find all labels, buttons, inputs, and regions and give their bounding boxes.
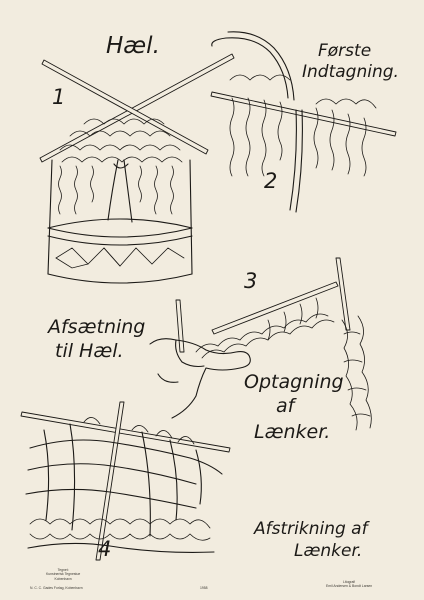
figure-4-illustration (20, 401, 231, 561)
needle-icon (39, 53, 235, 163)
needle-icon (211, 281, 339, 335)
figure-3-illustration (149, 257, 372, 431)
needle-icon (175, 299, 185, 353)
needle-icon (95, 401, 125, 561)
figure-1-number: 1 (52, 85, 66, 109)
needle-icon (210, 91, 397, 137)
figure-4-caption-line-2: Lænker. (294, 541, 363, 561)
figure-4-caption-line-1: Afstrikning af (254, 519, 368, 539)
imprint-right: Litografi Emil Andersen & Bondt Larsen (326, 580, 372, 589)
figure-1-illustration (39, 53, 235, 284)
figure-2-caption-line-1: Første (318, 41, 372, 61)
figure-1-caption-line-2: til Hæl. (55, 340, 124, 362)
imprint-publisher: N. C. C. Gades Forlag, Kobenhavn (30, 586, 83, 590)
imprint-left-line-3: Kobenhavn (54, 576, 72, 581)
figure-4-number: 4 (98, 537, 112, 561)
figure-3-caption-line-1: Optagning (244, 371, 344, 393)
imprint-right-line-2: Emil Andersen & Bondt Larsen (326, 584, 373, 589)
needle-icon (335, 257, 351, 331)
figure-3-caption-line-2: af (276, 395, 295, 417)
figure-2-caption-line-2: Indtagning. (302, 62, 399, 82)
imprint-left-line-1: Tegnet: (57, 568, 69, 572)
figure-1-caption-line-1: Afsætning (48, 316, 146, 338)
figure-2-illustration (210, 31, 397, 213)
imprint-right-line-1: Litografi (343, 580, 356, 584)
figure-2-number: 2 (264, 169, 278, 193)
figure-3-caption-line-3: Lænker. (254, 421, 331, 443)
imprint-center: 1958 (200, 586, 208, 590)
imprint-left-line-2: Kunstnerisk Tegnestue (46, 572, 81, 577)
needle-icon (41, 59, 209, 155)
figure-1-title: Hæl. (106, 33, 160, 59)
figure-3-number: 3 (244, 269, 258, 293)
needle-icon (20, 411, 231, 453)
imprint-left: Tegnet: Kunstnerisk Tegnestue Kobenhavn (46, 568, 80, 581)
